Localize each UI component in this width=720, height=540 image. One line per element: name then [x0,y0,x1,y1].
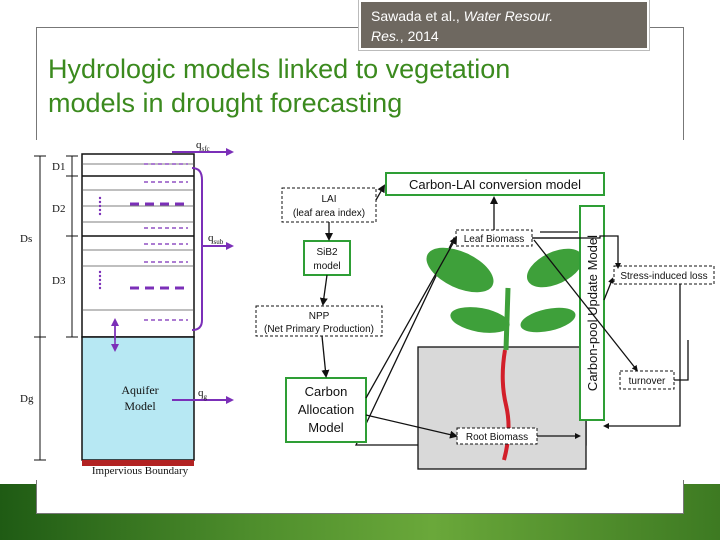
depth-scale [34,155,78,461]
lai-label-1: LAI [321,194,336,205]
turnover-label: turnover [629,376,666,387]
npp-box [255,305,383,337]
citation-authors: Sawada et al., [371,8,464,24]
label-d1: D1 [52,161,65,173]
root-biomass-label: Root Biomass [466,432,528,443]
carbon-allocation-box [285,377,367,443]
q-sub-label: qsub [208,232,224,246]
vegetation-arrows [319,184,689,439]
sib2-label-2: model [313,261,340,272]
soil-column [81,153,195,338]
q-g-label: qg [198,387,208,401]
soil-layer-lines [82,175,194,237]
citation-journal-cont: Res. [371,28,400,44]
slide-title-line-1: Hydrologic models linked to vegetation [48,54,511,84]
vegetation-model: Carbon-LAI conversion model LAI (leaf ar… [255,172,715,470]
label-dg: Dg [20,393,34,405]
carbon-lai-label: Carbon-LAI conversion model [409,177,581,192]
npp-label-1: NPP [309,311,330,322]
carbon-allocation-label-1: Carbon [305,384,348,399]
carbon-lai-box [385,172,605,196]
plant-leaves [426,247,584,333]
q-sfc-label: qsfc [196,140,210,153]
subsurface-bracket [191,167,203,331]
sib2-label-1: SiB2 [316,247,338,258]
leaf-biomass-label: Leaf Biomass [464,234,525,245]
stress-loss-label: Stress-induced loss [620,271,707,282]
citation-box: Sawada et al., Water Resour. Res., 2014 [358,0,650,51]
citation-journal: Water Resour. [463,8,554,24]
percolation-dots [98,196,102,290]
slide-frame-bottom [36,484,684,514]
impervious-label: Impervious Boundary [92,465,189,477]
slide-title-line-2: models in drought forecasting [48,88,403,118]
stress-loss-box [613,265,715,285]
impervious-layer [82,460,194,466]
plant-stem [503,287,511,351]
label-ds: Ds [20,233,32,245]
label-d2: D2 [52,203,65,215]
lai-label-2: (leaf area index) [293,208,365,219]
npp-label-2: (Net Primary Production) [264,324,374,335]
aquifer-label-1: Aquifer [121,383,158,397]
slide-title: Hydrologic models linked to vegetation m… [48,52,608,120]
label-d3: D3 [52,275,66,287]
diagram: Ds Dg D1 D2 D3 [0,140,720,480]
hydrologic-model: Ds Dg D1 D2 D3 [20,140,234,477]
citation-year: , 2014 [399,28,439,44]
aquifer-label-2: Model [124,399,156,413]
carbon-allocation-label-2: Allocation [298,402,354,417]
main-lateral-flows [130,202,186,290]
carbon-allocation-label-3: Model [308,420,344,435]
aquifer-box [81,336,195,461]
lateral-flows [144,163,188,321]
